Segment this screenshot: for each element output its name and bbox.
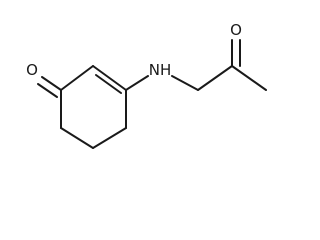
bond-c5-c6 xyxy=(60,127,94,149)
bond-c1-c2 xyxy=(60,65,94,91)
bond-c4-c5 xyxy=(92,127,127,149)
bond-c2-c3 xyxy=(92,65,127,91)
bond-nh-ch2 xyxy=(171,75,199,91)
bond-c2-c3-double xyxy=(95,74,122,94)
molecule-structure-diagram: O NH O xyxy=(26,21,267,149)
atom-label-amine-nitrogen: NH xyxy=(149,61,172,79)
bond-cketone-methyl xyxy=(231,65,267,91)
bond-c3-nh xyxy=(125,75,149,91)
bond-c1-o-ring xyxy=(41,76,62,91)
atom-label-ring-oxygen: O xyxy=(26,61,38,79)
bond-ch2-cketone xyxy=(197,65,233,91)
atom-label-side-chain-oxygen: O xyxy=(230,21,242,39)
bond-c1-o-ring-double xyxy=(37,83,58,98)
